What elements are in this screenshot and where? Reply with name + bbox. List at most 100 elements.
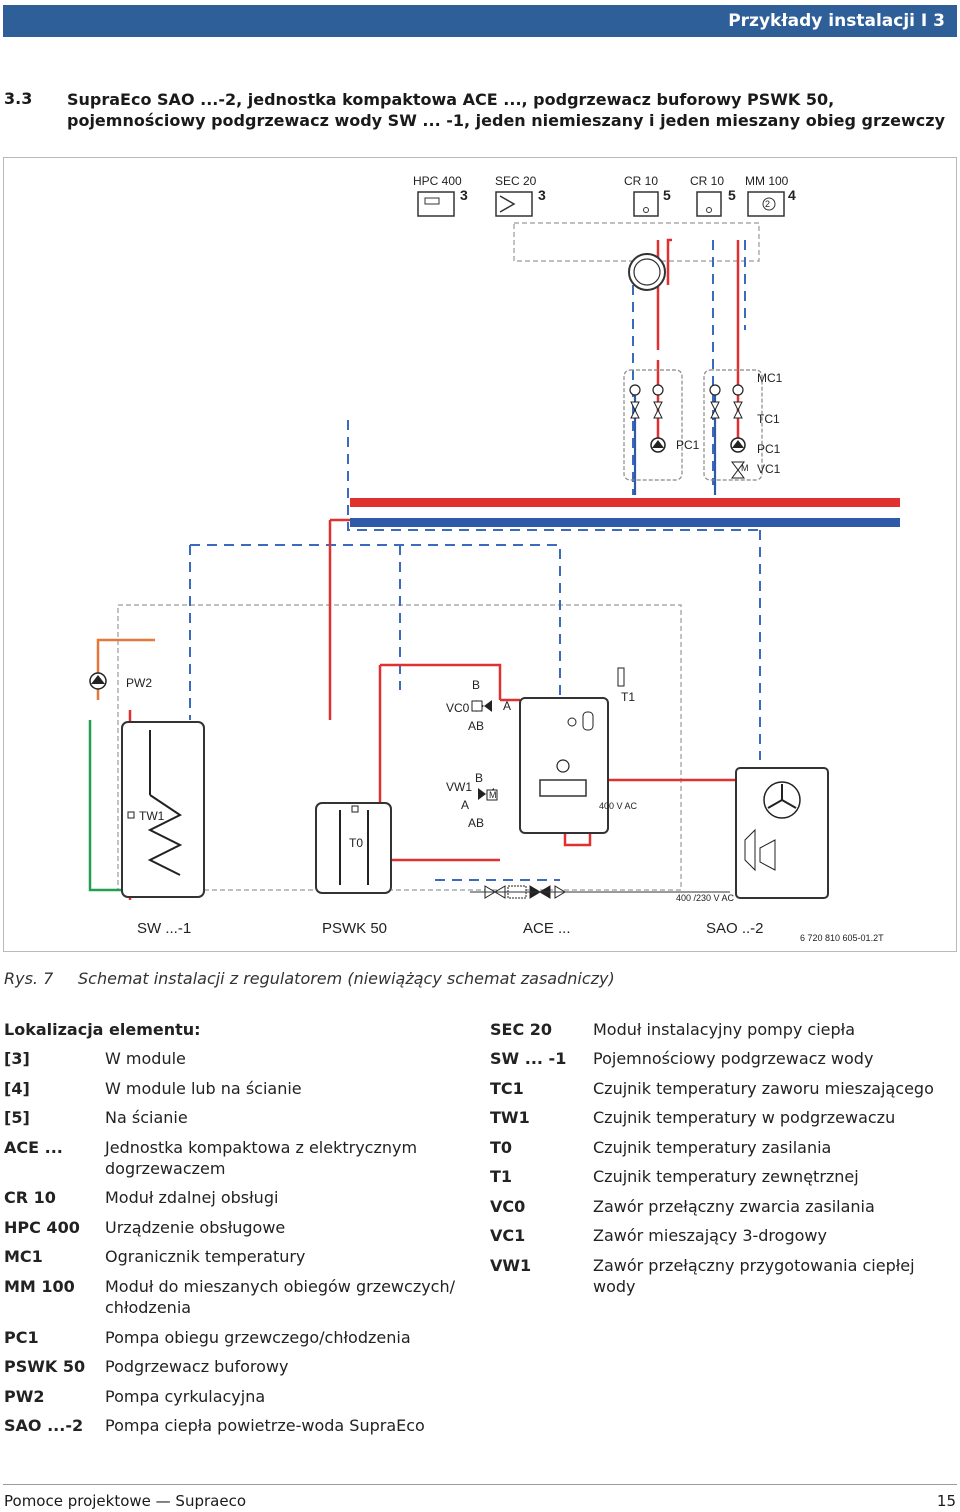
legend-desc: Zawór mieszający 3-drogowy: [593, 1226, 827, 1245]
vc0-b-label: B: [472, 678, 481, 692]
legend-desc: Zawór przełączny przygotowania ciepłej w…: [593, 1256, 915, 1296]
figure-number: Rys. 7: [4, 969, 54, 988]
vc0-a-label: A: [503, 699, 512, 713]
legend-key: PC1: [4, 1328, 39, 1347]
loc-sec: 3: [538, 187, 546, 203]
vw1-ab-label: AB: [468, 816, 485, 830]
return-header-bar: [350, 518, 900, 527]
vw1-motor-label: M: [489, 790, 497, 800]
loc-mm: 4: [788, 187, 796, 203]
legend-key: VW1: [490, 1256, 532, 1275]
unit-ace-label: ACE ...: [523, 920, 571, 937]
module-hpc-label: HPC 400: [413, 174, 462, 188]
pc1-right-label: PC1: [757, 442, 781, 456]
chapter-title: Przykłady instalacji: [728, 11, 915, 31]
legend-desc: Moduł instalacyjny pompy ciepła: [593, 1020, 856, 1039]
power-400-label: 400 V AC: [599, 801, 638, 811]
module-sec-label: SEC 20: [495, 174, 537, 188]
legend-key: VC0: [490, 1197, 526, 1216]
dhw-tank-sw: [121, 721, 205, 898]
loc-hpc: 3: [460, 187, 468, 203]
supply-pipes: [128, 238, 780, 900]
pc1-left-label: PC1: [676, 438, 700, 452]
legend-desc: Pompa ciepła powietrze-woda SupraEco: [105, 1416, 425, 1435]
document-code: 6 720 810 605-01.2T: [800, 933, 884, 943]
legend-heading: Lokalizacja elementu:: [4, 1020, 201, 1039]
module-mm-label: MM 100: [745, 174, 789, 188]
vc0-ab-label: AB: [468, 719, 485, 733]
tw1-label: TW1: [139, 809, 165, 823]
legend-desc: Pojemnościowy podgrzewacz wody: [593, 1049, 874, 1068]
bottom-fittings: [470, 885, 730, 899]
pump-pc1-icons: [629, 384, 746, 479]
legend-desc: Ogranicznik temperatury: [105, 1247, 306, 1266]
legend-desc: W module: [105, 1049, 186, 1068]
module-icons: [417, 191, 785, 217]
t0-label: T0: [349, 836, 364, 850]
legend-desc: Pompa cyrkulacyjna: [105, 1387, 266, 1406]
legend-desc: Jednostka kompaktowa z elektrycznym dogr…: [105, 1138, 418, 1178]
module-cr1-label: CR 10: [624, 174, 659, 188]
chapter-number: 3: [933, 11, 945, 31]
mixer-motor-label: M: [741, 463, 749, 473]
vw1-label: VW1: [446, 780, 473, 794]
legend-desc: Urządzenie obsługowe: [105, 1218, 286, 1237]
section-title: SupraEco SAO ...-2, jednostka kompaktowa…: [67, 90, 946, 130]
circulation-pipe: [96, 638, 155, 700]
legend-key: [3]: [4, 1049, 30, 1068]
legend-desc: Zawór przełączny zwarcia zasilania: [593, 1197, 875, 1216]
power-400-230-label: 400 /230 V AC: [676, 893, 735, 903]
outdoor-sensor-icon: [617, 667, 625, 687]
legend-key: CR 10: [4, 1188, 56, 1207]
buffer-tank-pswk: [315, 802, 392, 894]
figure-frame: [3, 157, 957, 952]
legend-desc: Czujnik temperatury zewnętrznej: [593, 1167, 859, 1186]
legend-key: SW ... -1: [490, 1049, 567, 1068]
legend-desc: Moduł do mieszanych obiegów grzewczych/ …: [105, 1277, 456, 1317]
legend-key: [4]: [4, 1079, 30, 1098]
mc1-label: MC1: [757, 371, 783, 385]
legend-key: HPC 400: [4, 1218, 80, 1237]
unit-sao-label: SAO ..-2: [706, 920, 764, 937]
header-separator: I: [920, 11, 928, 31]
loc-cr1: 5: [663, 187, 671, 203]
installation-schematic: [88, 191, 900, 900]
circuit-1-frame: [623, 369, 683, 481]
header-text: Przykłady instalacji I 3: [728, 11, 945, 31]
legend-desc: Pompa obiegu grzewczego/chłodzenia: [105, 1328, 411, 1347]
legend-key: MM 100: [4, 1277, 75, 1296]
control-frame-lines: [117, 222, 760, 891]
legend-desc: Czujnik temperatury zaworu mieszającego: [593, 1079, 934, 1098]
legend-key: VC1: [490, 1226, 526, 1245]
legend-desc: W module lub na ścianie: [105, 1079, 302, 1098]
pw2-label: PW2: [126, 676, 153, 690]
vw1-b-label: B: [475, 771, 484, 785]
legend-desc: Czujnik temperatury zasilania: [593, 1138, 832, 1157]
loc-cr2: 5: [728, 187, 736, 203]
vc1-label: VC1: [757, 462, 781, 476]
footer-title: Pomoce projektowe — Supraeco: [4, 1492, 246, 1510]
cold-water-pipe: [88, 720, 130, 892]
footer-divider: [3, 1484, 957, 1485]
legend-desc: Moduł zdalnej obsługi: [105, 1188, 279, 1207]
supply-header-bar: [350, 498, 900, 507]
compact-unit-ace: [519, 697, 609, 834]
heat-pump-sao: [735, 767, 829, 899]
legend-key: SAO ...-2: [4, 1416, 84, 1435]
legend-key: T1: [490, 1167, 513, 1186]
header-bar: Przykłady instalacji I 3: [3, 5, 957, 37]
section-number: 3.3: [4, 89, 33, 108]
circuit-2-frame: [703, 369, 763, 481]
legend-key: PW2: [4, 1387, 45, 1406]
legend-key: T0: [490, 1138, 513, 1157]
module-cr2-label: CR 10: [690, 174, 725, 188]
legend-key: TW1: [490, 1108, 530, 1127]
legend-desc: Na ścianie: [105, 1108, 188, 1127]
legend-desc: Czujnik temperatury w podgrzewaczu: [593, 1108, 896, 1127]
unit-pswk-label: PSWK 50: [322, 920, 388, 937]
legend-key: ACE ...: [4, 1138, 63, 1157]
diverter-valves: [471, 700, 498, 801]
tc1-label: TC1: [757, 412, 780, 426]
figure-caption: Schemat instalacji z regulatorem (niewią…: [78, 969, 615, 988]
legend-key: PSWK 50: [4, 1357, 86, 1376]
